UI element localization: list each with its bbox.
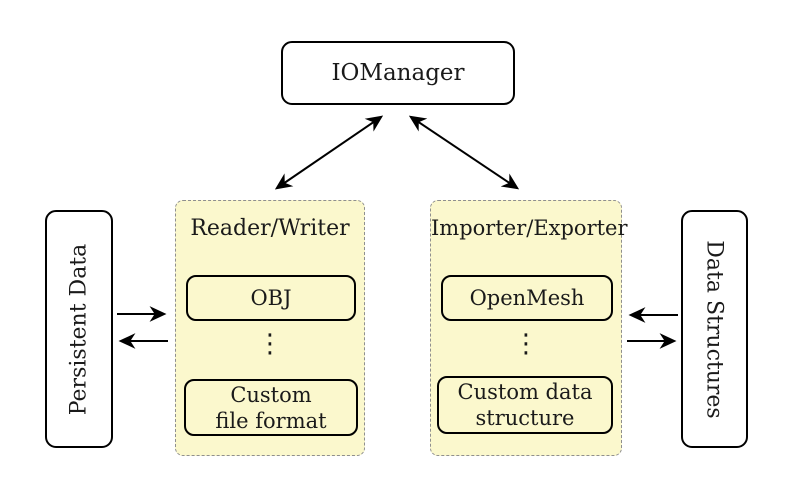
- arrow-iomanager-importerexporter: [408, 115, 520, 190]
- custom-file-format-line2: file format: [215, 408, 327, 433]
- node-openmesh: OpenMesh: [441, 275, 613, 321]
- group-reader-writer: Reader/Writer OBJ ⋮ Custom file format: [175, 200, 365, 456]
- obj-label: OBJ: [250, 286, 292, 310]
- importer-exporter-label: Importer/Exporter: [431, 216, 628, 240]
- openmesh-label: OpenMesh: [469, 286, 585, 310]
- custom-data-structure-line2: structure: [475, 406, 575, 430]
- arrow-iomanager-readerwriter: [274, 115, 384, 190]
- data-structures-label: Data Structures: [702, 239, 727, 419]
- custom-data-structure-line1: Custom data: [457, 380, 593, 404]
- group-importer-exporter: Importer/Exporter OpenMesh ⋮ Custom data…: [430, 200, 628, 456]
- node-data-structures: Data Structures: [681, 210, 748, 448]
- vertical-ellipsis-right: ⋮: [513, 329, 539, 359]
- node-custom-data-structure: Custom data structure: [437, 376, 613, 434]
- iomanager-label: IOManager: [331, 60, 465, 86]
- node-iomanager: IOManager: [281, 41, 515, 105]
- custom-file-format-line1: Custom: [230, 382, 312, 407]
- node-custom-file-format: Custom file format: [184, 379, 358, 436]
- vertical-ellipsis-left: ⋮: [257, 329, 283, 359]
- node-obj: OBJ: [186, 275, 356, 321]
- reader-writer-label: Reader/Writer: [190, 216, 350, 241]
- node-persistent-data: Persistent Data: [45, 210, 113, 448]
- persistent-data-label: Persistent Data: [66, 243, 92, 415]
